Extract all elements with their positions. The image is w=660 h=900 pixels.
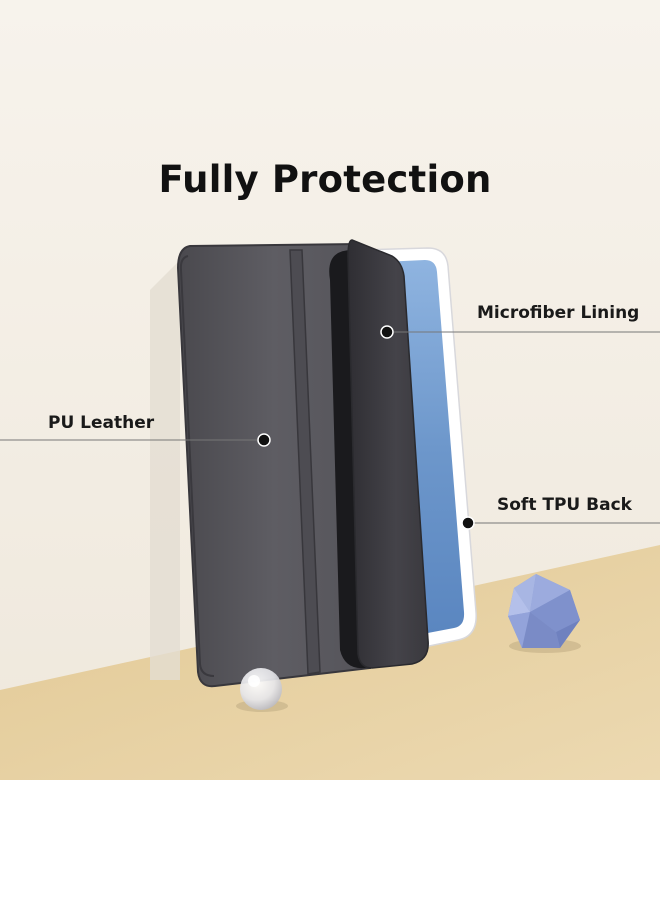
wall-shadow (150, 260, 180, 680)
case-back-panel (176, 242, 372, 688)
case-front-flap (347, 239, 429, 669)
icosahedron-face-e (508, 612, 530, 648)
case-fold-left (179, 255, 215, 677)
clear-ball-ornament (240, 668, 282, 710)
clear-ball-highlight (248, 675, 260, 687)
microfiber-lining-label: Microfiber Lining (477, 303, 640, 323)
icosahedron-face-c (530, 590, 580, 632)
pu-leather-callout-dot (257, 433, 271, 447)
pu-leather-label: PU Leather (48, 413, 155, 433)
icosahedron-face-b (530, 574, 570, 612)
icosahedron-face-f (522, 612, 560, 648)
soft-tpu-back-label: Soft TPU Back (497, 495, 632, 515)
case-fold-middle (289, 249, 321, 675)
tpu-back-callout-dot (461, 516, 475, 530)
microfiber-callout-dot (380, 325, 394, 339)
icosahedron-face-a (514, 574, 536, 612)
icosahedron-face-g (556, 620, 580, 648)
page-title: Fully Protection (158, 158, 492, 201)
icosahedron-face-d (508, 588, 530, 616)
